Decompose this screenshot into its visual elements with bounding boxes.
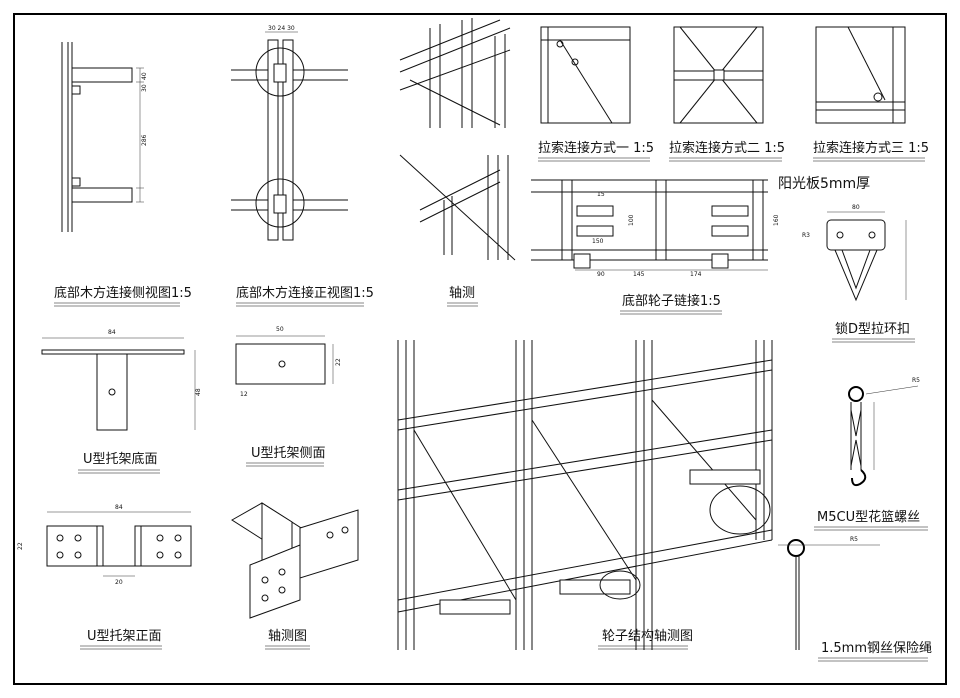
label-sunboard: 阳光板5mm厚 (778, 176, 870, 192)
caption-wire-rope: 1.5mm钢丝保险绳 (821, 641, 932, 656)
caption-axo-view: 轴测图 (268, 629, 307, 644)
dim-50-side: 50 (276, 326, 284, 333)
wheel-structure-drawing (397, 340, 773, 650)
axo-bracket-drawing (231, 502, 359, 619)
caption-side-view: 底部木方连接侧视图1:5 (54, 285, 192, 301)
caption-front-view: 底部木方连接正视图1:5 (236, 285, 374, 301)
dim-22-front: 22 (17, 542, 24, 550)
dim-30: 30 (141, 84, 148, 92)
dim-145: 145 (633, 271, 645, 278)
caption-u-bottom: U型托架底面 (83, 451, 158, 467)
dim-160: 160 (773, 214, 780, 226)
dim-100: 100 (628, 214, 635, 226)
turnbuckle-drawing (848, 385, 919, 487)
caption-d-ring: 锁D型拉环扣 (835, 321, 910, 337)
sheet-border (13, 13, 947, 685)
d-ring-drawing (826, 211, 907, 302)
dim-286: 286 (141, 134, 148, 146)
caption-cable2: 拉索连接方式二 1:5 (669, 140, 785, 156)
dim-40: 40 (141, 72, 148, 80)
side-view-drawing (61, 42, 144, 232)
dim-84-bottom: 84 (108, 329, 116, 336)
dim-30-24-30: 30 24 30 (268, 25, 295, 32)
u-front-drawing (46, 511, 192, 577)
wheel-link-drawing (531, 179, 768, 271)
cable-detail-3 (815, 26, 906, 124)
dim-84-front: 84 (115, 504, 123, 511)
dim-r3: R3 (802, 232, 810, 239)
dim-174: 174 (690, 271, 702, 278)
axonometric-detail (399, 18, 516, 261)
u-bottom-drawing (41, 337, 196, 431)
caption-u-side: U型托架侧面 (251, 446, 326, 461)
caption-wheel-link: 底部轮子链接1:5 (622, 293, 721, 309)
caption-cable3: 拉索连接方式三 1:5 (813, 140, 929, 156)
dim-r5-turnbuckle: R5 (912, 377, 920, 384)
cable-detail-1 (540, 26, 631, 124)
dim-150: 150 (592, 238, 604, 245)
caption-u-front: U型托架正面 (87, 629, 162, 644)
dim-22-side: 22 (335, 358, 342, 366)
dim-20: 20 (115, 579, 123, 586)
u-side-drawing (235, 335, 334, 385)
dim-15: 15 (597, 191, 605, 198)
caption-turnbuckle: M5CU型花篮螺丝 (817, 509, 920, 525)
wire-rope-drawing (778, 539, 880, 650)
dim-12: 12 (240, 391, 248, 398)
dim-r5-wire: R5 (850, 536, 858, 543)
caption-wheel-axo: 轮子结构轴测图 (602, 629, 693, 644)
caption-cable1: 拉索连接方式一 1:5 (538, 140, 654, 156)
dim-90-left: 90 (597, 271, 605, 278)
dim-48: 48 (195, 388, 202, 396)
front-view-drawing (231, 31, 348, 241)
cable-detail-2 (673, 26, 764, 124)
dim-80: 80 (852, 204, 860, 211)
caption-axonometric: 轴测 (449, 286, 475, 301)
